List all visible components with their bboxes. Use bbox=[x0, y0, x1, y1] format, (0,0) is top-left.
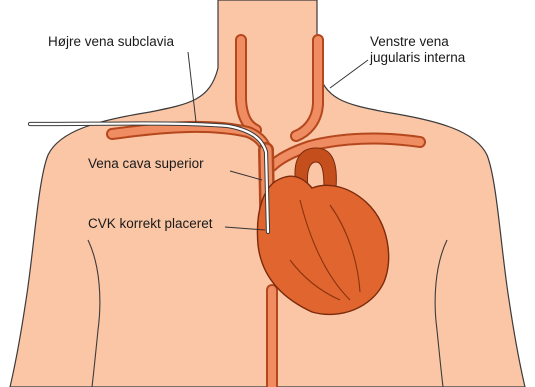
label-superior-vena-cava: Vena cava superior bbox=[88, 156, 204, 172]
label-left-internal-jugular-vein: Venstre vena jugularis interna bbox=[370, 34, 465, 66]
label-cvk-correctly-placed: CVK korrekt placeret bbox=[88, 216, 213, 232]
label-right-subclavian-vein: Højre vena subclavia bbox=[48, 34, 174, 50]
leader-jugular bbox=[330, 60, 368, 88]
